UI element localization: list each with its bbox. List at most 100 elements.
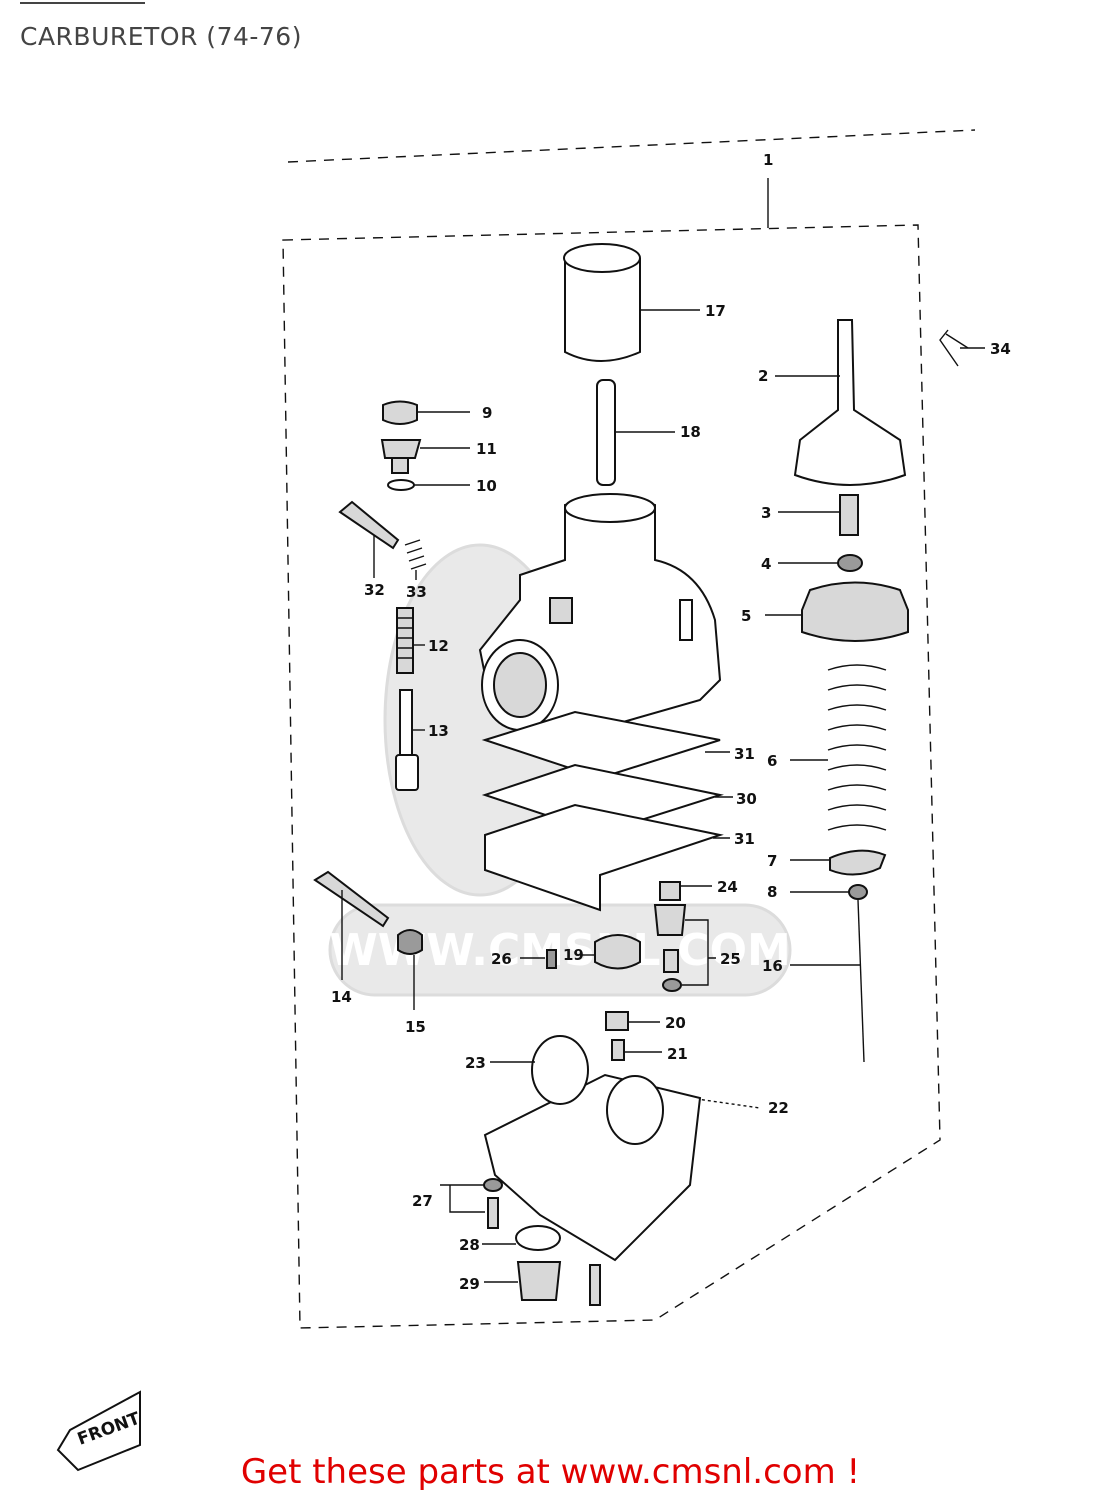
parts-3-4 bbox=[778, 494, 863, 572]
parts-7-8-16 bbox=[790, 849, 887, 1063]
leader-25 bbox=[682, 919, 716, 986]
washer-27a bbox=[483, 1178, 503, 1192]
spring-33 bbox=[404, 539, 427, 570]
callout-labels: 1 2 3 4 5 6 7 8 9 10 11 12 13 14 15 16 1… bbox=[331, 151, 1011, 1293]
front-arrow: FRONT bbox=[56, 1390, 143, 1472]
jet-needle-16 bbox=[857, 899, 865, 1063]
body-boss bbox=[549, 597, 573, 624]
gasket-28 bbox=[515, 1225, 561, 1251]
jet-24 bbox=[659, 881, 681, 901]
front-arrow-shape bbox=[56, 1390, 141, 1472]
gasket-31-top bbox=[481, 710, 721, 780]
parts-14-15 bbox=[313, 870, 423, 1010]
jet-13-base bbox=[395, 754, 419, 791]
plug-29 bbox=[516, 1261, 562, 1301]
leader-27 bbox=[440, 1184, 485, 1213]
title-rule bbox=[20, 2, 145, 4]
float-23a bbox=[531, 1035, 589, 1105]
footer-promo-text[interactable]: Get these parts at www.cmsnl.com ! bbox=[240, 1452, 861, 1492]
pilot-jet-21 bbox=[611, 1039, 625, 1061]
callout-5: 5 bbox=[741, 607, 751, 625]
callout-21: 21 bbox=[667, 1045, 688, 1063]
needle-clip-3 bbox=[839, 494, 859, 536]
callout-26: 26 bbox=[491, 950, 512, 968]
main-jet-20 bbox=[605, 1011, 629, 1031]
part-34-clip bbox=[939, 329, 985, 367]
callout-20: 20 bbox=[665, 1014, 686, 1032]
spring-coils bbox=[827, 664, 887, 831]
part-5-cap bbox=[765, 581, 909, 642]
callout-32: 32 bbox=[364, 581, 385, 599]
callout-34: 34 bbox=[990, 340, 1011, 358]
pin-26 bbox=[546, 949, 557, 969]
parts-19-24-25-26 bbox=[520, 881, 716, 992]
body-nipple bbox=[679, 599, 693, 641]
frame-inner bbox=[282, 224, 941, 1329]
carburetor-body bbox=[478, 493, 722, 742]
gasket-31-bottom bbox=[484, 803, 724, 912]
callout-27: 27 bbox=[412, 1192, 433, 1210]
tube-body bbox=[596, 379, 616, 486]
plate-7 bbox=[829, 849, 887, 876]
washer-4 bbox=[837, 554, 863, 572]
assembly-frame bbox=[282, 129, 976, 1329]
body-intake-inner bbox=[493, 652, 547, 718]
callout-10: 10 bbox=[476, 477, 497, 495]
oring-10 bbox=[387, 479, 415, 491]
part-18-tube bbox=[596, 379, 675, 486]
callout-7: 7 bbox=[767, 852, 777, 870]
valve-body bbox=[793, 319, 907, 486]
callout-29: 29 bbox=[459, 1275, 480, 1293]
jet-13 bbox=[399, 689, 413, 756]
callout-1: 1 bbox=[763, 151, 773, 169]
jet-25b bbox=[663, 949, 679, 973]
parts-9-10-11 bbox=[380, 400, 470, 491]
holder-25a bbox=[653, 904, 687, 936]
washer-25c bbox=[662, 978, 682, 992]
drain-screw bbox=[589, 1264, 601, 1306]
parts-27-28-29 bbox=[440, 1178, 601, 1306]
callout-13: 13 bbox=[428, 722, 449, 740]
callout-19: 19 bbox=[563, 946, 584, 964]
callout-30: 30 bbox=[736, 790, 757, 808]
cap-15 bbox=[397, 929, 423, 955]
callout-14: 14 bbox=[331, 988, 352, 1006]
callout-31-top: 31 bbox=[734, 745, 755, 763]
footer-promo-link[interactable]: Get these parts at www.cmsnl.com ! bbox=[0, 1452, 1095, 1492]
sleeve-body bbox=[564, 258, 641, 362]
callout-4: 4 bbox=[761, 555, 771, 573]
body-top-opening bbox=[564, 493, 656, 523]
callout-12: 12 bbox=[428, 637, 449, 655]
callout-28: 28 bbox=[459, 1236, 480, 1254]
part-19 bbox=[594, 934, 641, 970]
callout-25: 25 bbox=[720, 950, 741, 968]
callout-8: 8 bbox=[767, 883, 777, 901]
cap-body bbox=[801, 581, 909, 642]
callout-2: 2 bbox=[758, 367, 768, 385]
clip-8 bbox=[848, 884, 868, 900]
pilot-screw-12 bbox=[396, 607, 414, 674]
screw-14 bbox=[313, 870, 390, 928]
sleeve-top bbox=[563, 243, 641, 273]
float-23b bbox=[606, 1075, 664, 1145]
clip-34 bbox=[939, 329, 969, 367]
pilot-threads bbox=[397, 617, 413, 659]
callout-23: 23 bbox=[465, 1054, 486, 1072]
part-2-valve bbox=[775, 319, 907, 486]
screw-head-11 bbox=[380, 439, 422, 459]
callout-9: 9 bbox=[482, 404, 492, 422]
callout-18: 18 bbox=[680, 423, 701, 441]
gaskets bbox=[481, 710, 733, 912]
screw-27b bbox=[487, 1197, 499, 1229]
callout-6: 6 bbox=[767, 752, 777, 770]
part-17-sleeve bbox=[563, 243, 700, 362]
cap-9 bbox=[382, 400, 418, 425]
callout-11: 11 bbox=[476, 440, 497, 458]
float-bowl bbox=[483, 1035, 702, 1262]
callout-15: 15 bbox=[405, 1018, 426, 1036]
screw-32 bbox=[338, 500, 400, 550]
part-6-spring bbox=[790, 664, 887, 831]
frame-top-outer bbox=[287, 129, 976, 163]
callout-31-bottom: 31 bbox=[734, 830, 755, 848]
